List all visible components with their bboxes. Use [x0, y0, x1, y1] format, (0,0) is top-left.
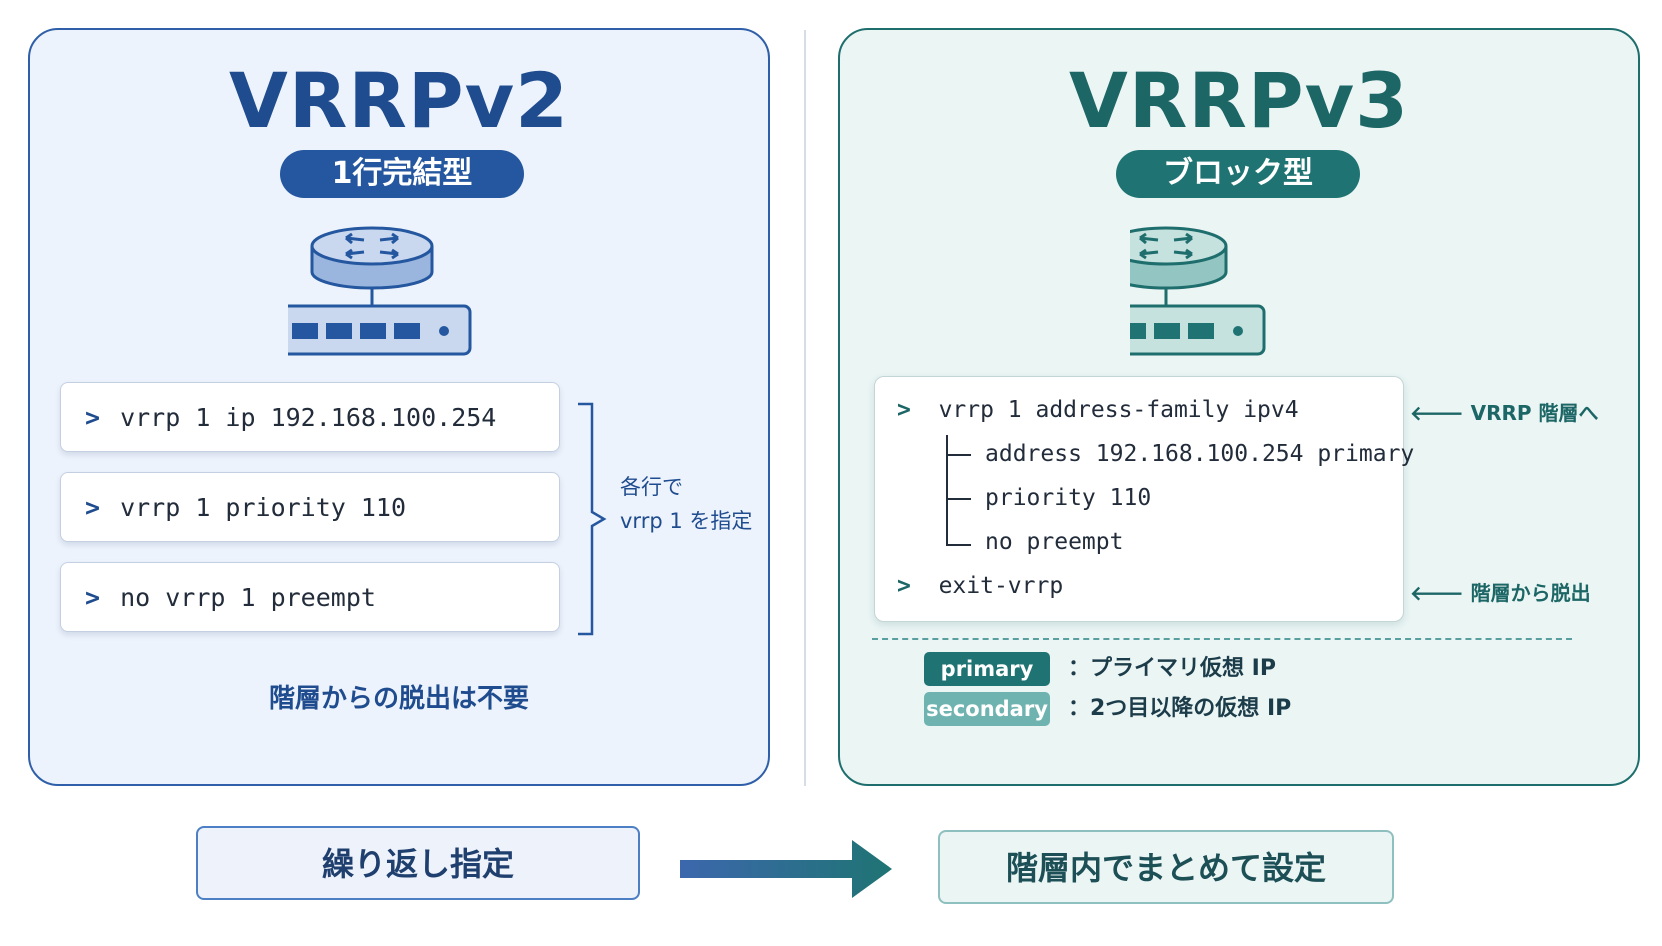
v3-code-line: > vrrp 1 address-family ipv4 [897, 397, 1299, 423]
v2-command-line: >vrrp 1 ip 192.168.100.254 [60, 382, 560, 452]
v3-code-line: > exit-vrrp [897, 573, 1064, 599]
arrow-right-icon [680, 840, 892, 898]
legend-desc-secondary: ：2つ目以降の仮想 IP [1068, 696, 1292, 721]
curly-brace-icon [578, 402, 607, 636]
annotation-exit: 🡐 階層から脱出 [1410, 581, 1591, 605]
dashed-separator [872, 638, 1572, 640]
legend-desc-primary: ：プライマリ仮想 IP [1068, 656, 1276, 681]
v3-code-block: > vrrp 1 address-family ipv4 address 192… [874, 376, 1414, 622]
legend-tag-primary: primary [924, 652, 1050, 686]
legend-tag-secondary: secondary [924, 692, 1050, 726]
arrow-left-icon: 🡐 [1410, 401, 1471, 425]
vrrpv3-panel: VRRPv3 ブロック型 > vrrp 1 address-family ipv… [838, 28, 1640, 786]
vrrpv2-title: VRRPv2 [229, 56, 569, 145]
v3-sub-line: address 192.168.100.254 primary [985, 441, 1415, 467]
arrow-left-icon: 🡐 [1410, 581, 1471, 605]
tree-connector [946, 435, 971, 546]
router-icon [288, 226, 472, 356]
annotation-enter: 🡐 VRRP 階層へ [1410, 401, 1599, 425]
v2-footer-note: 階層からの脱出は不要 [268, 684, 529, 714]
vrrpv3-title: VRRPv3 [1069, 56, 1409, 145]
router-icon [1130, 226, 1266, 356]
v3-sub-line: priority 110 [985, 485, 1152, 511]
vrrpv2-panel: VRRPv2 1行完結型 >vrrp 1 ip 192.168.100.254 … [28, 28, 770, 786]
center-divider [804, 30, 806, 786]
bottom-label-grouped: 階層内でまとめて設定 [938, 830, 1394, 904]
vrrpv2-style-badge: 1行完結型 [280, 150, 524, 198]
bottom-label-repeat: 繰り返し指定 [196, 826, 640, 900]
v2-command-line: >vrrp 1 priority 110 [60, 472, 560, 542]
brace-note: 各行で vrrp 1 を指定 [620, 475, 753, 533]
vrrpv3-style-badge: ブロック型 [1116, 150, 1360, 198]
v3-sub-line: no preempt [985, 529, 1124, 555]
v2-command-line: >no vrrp 1 preempt [60, 562, 560, 632]
